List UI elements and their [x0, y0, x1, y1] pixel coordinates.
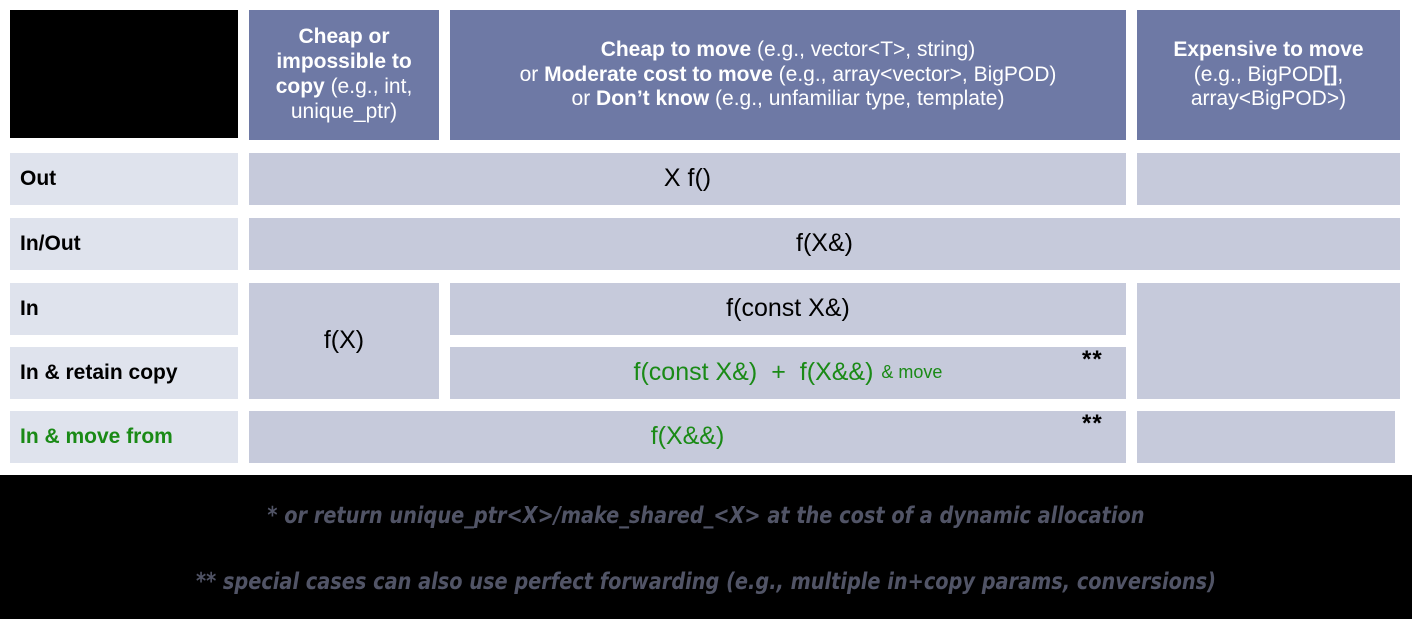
footnote-single-star: * or return unique_ptr<X>/make_shared_<X…: [267, 503, 1145, 529]
cell-out-expensive-blank: [1137, 153, 1400, 205]
cell-retain-and-move-text: & move: [881, 362, 943, 383]
row-label-in-retain-copy: In & retain copy: [10, 347, 238, 399]
cell-inout-signature-text: f(X&): [796, 229, 853, 258]
cell-out-signature: X f(): [249, 153, 1126, 205]
header-col2-text: Cheap to move (e.g., vector<T>, string) …: [519, 37, 1057, 111]
row-label-out: Out: [10, 153, 238, 205]
footnotes-band: * or return unique_ptr<X>/make_shared_<X…: [0, 475, 1412, 619]
cell-inout-signature: f(X&): [249, 218, 1400, 270]
cell-in-const-ref: f(const X&): [450, 283, 1126, 335]
header-cheap-to-move: Cheap to move (e.g., vector<T>, string) …: [450, 10, 1126, 140]
row-label-in-retain-copy-text: In & retain copy: [20, 360, 178, 384]
footnote-marker-move-from: **: [1082, 410, 1103, 437]
cell-out-signature-text: X f(): [663, 164, 712, 193]
cell-in-const-ref-text: f(const X&): [726, 294, 850, 323]
cell-retain-rvalue-ref-text: f(X&&): [799, 358, 874, 387]
row-label-in: In: [10, 283, 238, 335]
row-label-in-move-from-text: In & move from: [20, 424, 173, 448]
cell-move-from-expensive-blank: [1137, 411, 1395, 463]
header-expensive-to-move: Expensive to move(e.g., BigPOD[],array<B…: [1137, 10, 1400, 140]
row-label-out-text: Out: [20, 166, 57, 190]
row-label-in-out: In/Out: [10, 218, 238, 270]
cell-retain-plus-text: +: [771, 358, 786, 387]
header-corner-blank: [10, 10, 238, 138]
cell-in-by-value-text: f(X): [323, 326, 365, 355]
cell-retain-const-ref-text: f(const X&): [633, 358, 758, 387]
header-cheap-or-impossible-to-copy: Cheap or impossible to copy (e.g., int, …: [249, 10, 439, 140]
cell-retain-copy-signature: f(const X&) + f(X&&) & move: [450, 347, 1126, 399]
row-label-in-out-text: In/Out: [20, 231, 81, 255]
header-col1-text: Cheap or impossible to copy (e.g., int, …: [275, 25, 413, 123]
cell-in-by-value: f(X): [249, 283, 439, 399]
cell-move-from-signature-text: f(X&&): [650, 422, 725, 451]
cell-move-from-signature: f(X&&): [249, 411, 1126, 463]
footnote-double-star: ** special cases can also use perfect fo…: [195, 569, 1217, 595]
header-col3-text: Expensive to move(e.g., BigPOD[],array<B…: [1173, 37, 1364, 111]
row-label-in-move-from: In & move from: [10, 411, 238, 463]
footnote-marker-retain-copy: **: [1082, 346, 1103, 373]
row-label-in-text: In: [20, 296, 39, 320]
cell-in-expensive-blank: [1137, 283, 1400, 399]
